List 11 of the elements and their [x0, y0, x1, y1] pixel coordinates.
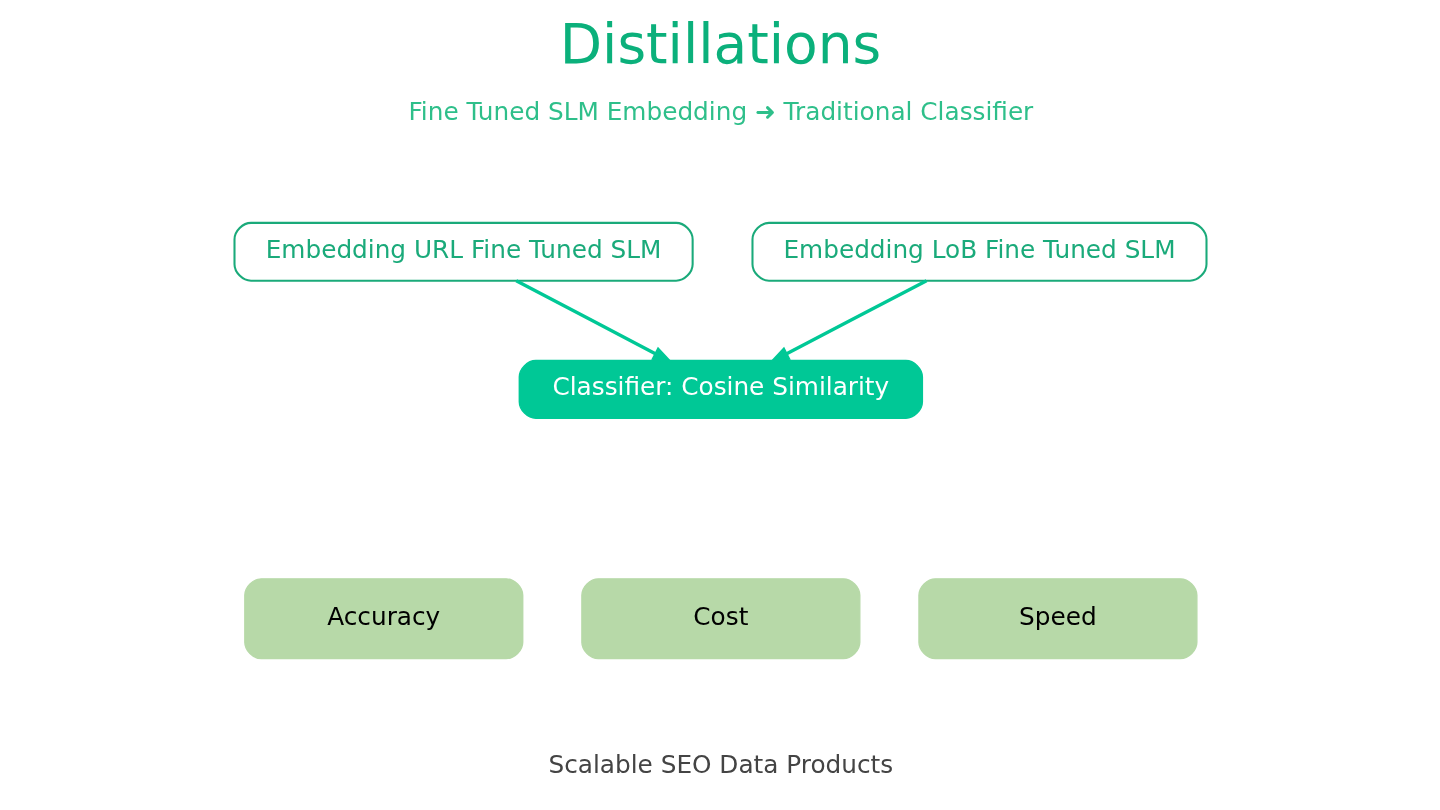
node-box: Accuracy: [243, 578, 523, 660]
diagram-title: Distillations: [559, 12, 881, 77]
node-box: Embedding URL Fine Tuned SLM: [232, 221, 694, 282]
arrow: [514, 279, 673, 363]
node-box: Cost: [580, 578, 860, 660]
node-box: Embedding LoB Fine Tuned SLM: [750, 221, 1208, 282]
node-box: Speed: [917, 578, 1198, 660]
label: Scalable SEO Data Products: [547, 750, 893, 780]
label: Fine Tuned SLM Embedding ➜ Traditional Classifier: [407, 97, 1033, 127]
arrow: [768, 279, 927, 363]
node-box: Classifier: Cosine Similarity: [518, 359, 923, 419]
